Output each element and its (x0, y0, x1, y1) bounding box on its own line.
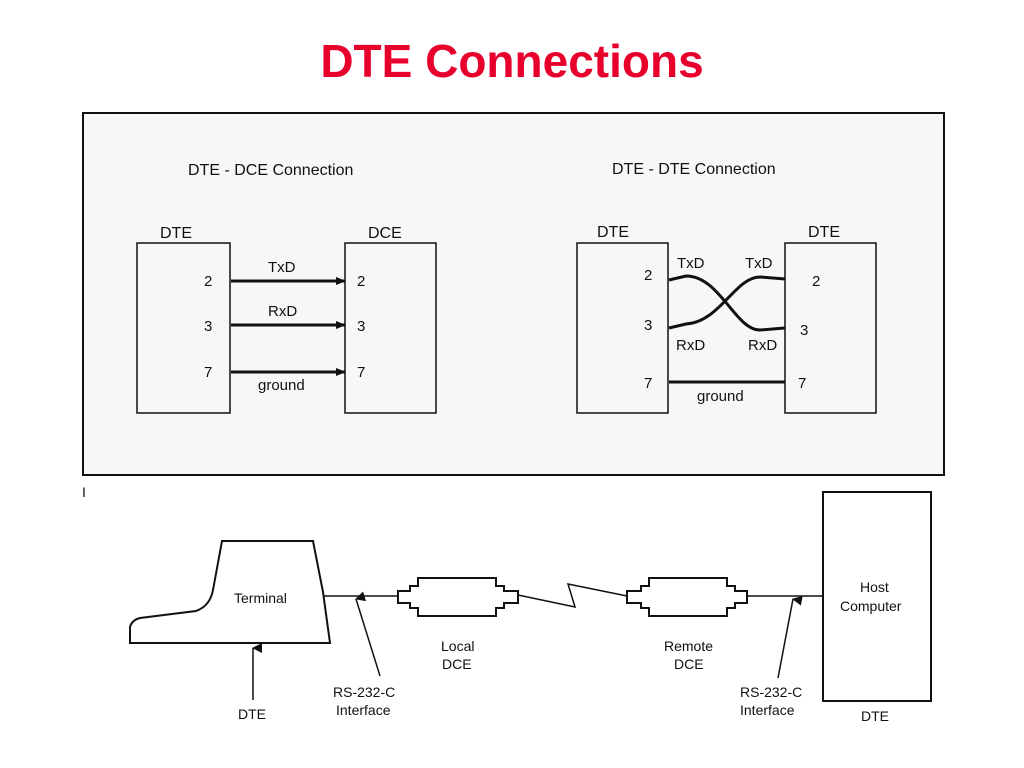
rxd-crossover-line (668, 275, 786, 330)
pin-3-left: 3 (204, 318, 212, 335)
host-line1: Host (860, 579, 889, 595)
host-computer-box (822, 491, 932, 702)
ground-label: ground (258, 377, 305, 394)
host-dte-label: DTE (861, 708, 889, 724)
dte-box-a-label: DTE (597, 224, 629, 241)
remote-dce-line1: Remote (664, 638, 713, 654)
txd-crossover-line (668, 274, 786, 332)
rs232-right-line1: RS-232-C (740, 684, 802, 700)
pin-7-dte-b: 7 (798, 375, 806, 392)
pin-7-dte-a: 7 (644, 375, 652, 392)
rxd-label-b: RxD (748, 337, 777, 354)
terminal-label: Terminal (234, 590, 287, 606)
remote-dce-shape (626, 577, 748, 617)
page-title: DTE Connections (320, 35, 704, 87)
rxd-label: RxD (268, 303, 297, 320)
pin-2-dte-a: 2 (644, 267, 652, 284)
pin-2-left: 2 (204, 273, 212, 290)
dte-ground-label: ground (697, 388, 744, 405)
rs232-right-arrow (777, 595, 803, 679)
pin-7-dce: 7 (357, 364, 365, 381)
stray-mark: I (82, 484, 86, 500)
terminal-shape (129, 540, 332, 644)
rs232-left-line1: RS-232-C (333, 684, 395, 700)
pin-2-dce: 2 (357, 273, 365, 290)
local-dce-line2: DCE (442, 656, 472, 672)
rs232-right-line2: Interface (740, 702, 795, 718)
txd-label: TxD (268, 259, 296, 276)
dce-box (344, 242, 437, 414)
txd-label-b: TxD (745, 255, 773, 272)
dte-box-left (136, 242, 231, 414)
pin-2-dte-b: 2 (812, 273, 820, 290)
telephone-link (517, 583, 628, 608)
local-dce-line1: Local (441, 638, 474, 654)
dte-dce-heading: DTE - DCE Connection (188, 162, 353, 179)
dce-box-label: DCE (368, 225, 402, 242)
rs232-left-line2: Interface (336, 702, 391, 718)
pin-3-dce: 3 (357, 318, 365, 335)
pin-3-dte-b: 3 (800, 322, 808, 339)
txd-label-a: TxD (677, 255, 705, 272)
host-line2: Computer (840, 598, 902, 614)
rxd-label-a: RxD (676, 337, 705, 354)
remote-dce-line2: DCE (674, 656, 704, 672)
dte-dte-heading: DTE - DTE Connection (612, 161, 776, 178)
local-dce-shape (397, 577, 519, 617)
dte-box-b-label: DTE (808, 224, 840, 241)
terminal-dte-label: DTE (238, 706, 266, 722)
rs232-left-arrow (355, 591, 381, 677)
pin-3-dte-a: 3 (644, 317, 652, 334)
pin-7-left: 7 (204, 364, 212, 381)
dte-box-b (784, 242, 877, 414)
dte-box-a (576, 242, 669, 414)
dce-side-dte-label: DTE (160, 225, 192, 242)
